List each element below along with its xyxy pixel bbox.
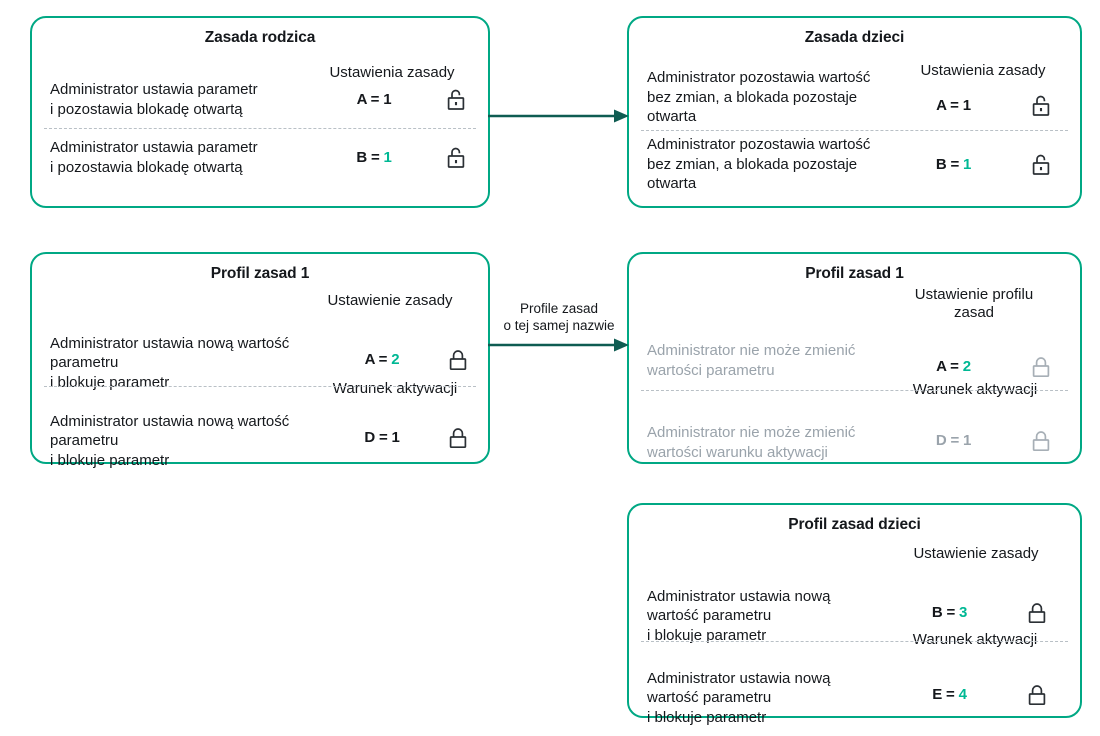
card-title: Zasada dzieci [804,29,905,46]
row-description: Administrator nie może zmienić wartości … [647,342,856,379]
row-value: A = 1 [901,81,1006,114]
card-title: Zasada rodzica [204,29,316,46]
table-row: Administrator ustawia nową wartość param… [32,385,488,469]
row-description: Administrator ustawia nową wartość param… [647,669,831,726]
row-value: B = 3 [897,596,1002,621]
value-key: A [364,351,375,369]
value-sep: = [374,429,392,447]
value-key: B [356,149,367,167]
value-key: B [935,156,947,174]
value-key: D [364,429,375,447]
value-key: D [935,432,947,450]
card-child-policy: Zasada dzieci Ustawienia zasady Administ… [627,16,1082,208]
card-policy-profile-1-right: Profil zasad 1 Ustawienie profilu zasad … [627,252,1082,464]
value-sep: = [946,432,963,450]
locked-icon [1006,405,1076,453]
value-number: 2 [962,358,971,376]
value-number: 4 [958,686,967,704]
section-label-activation-condition: Warunek aktywacji [332,380,458,397]
section-label-policy-setting: Ustawienie zasady [327,292,453,309]
row-description: Administrator ustawia parametr i pozosta… [50,139,258,176]
section-label-activation-condition: Warunek aktywacji [912,631,1038,648]
table-row: Administrator pozostawia wartość bez zmi… [629,66,1080,130]
value-number: 1 [391,429,400,447]
section-label-policy-profile-setting: Ustawienie profilu zasad [914,286,1034,322]
locked-icon [1002,661,1072,707]
value-key: E [932,686,943,704]
row-value: E = 4 [897,664,1002,703]
row-value: A = 1 [324,91,424,108]
value-number: 2 [391,351,400,369]
unlocked-icon [424,88,488,112]
row-value: B = 1 [901,156,1006,173]
arrow-middle [488,337,630,353]
value-number: 3 [958,604,968,622]
card-child-policy-profile: Profil zasad dzieci Ustawienie zasady Wa… [627,503,1082,726]
section-label-activation-condition: Warunek aktywacji [912,381,1038,398]
row-description: Administrator ustawia nową wartość param… [647,587,831,644]
card-title: Profil zasad 1 [210,265,310,282]
locked-icon [1006,343,1076,379]
row-description: Administrator ustawia nową wartość param… [50,334,290,391]
row-description: Administrator pozostawia wartość bez zmi… [647,136,871,193]
card-parent-policy: Zasada rodzica Ustawienia zasady Adminis… [30,16,490,208]
value-sep: = [946,358,963,376]
row-value: D = 1 [336,409,428,446]
value-key: B [931,604,943,622]
section-label-policy-settings: Ustawienia zasady [920,62,1046,79]
value-sep: = [366,91,384,109]
arrow-top [488,108,630,124]
value-number: 1 [962,432,972,450]
unlocked-icon [1006,78,1076,118]
table-row: Administrator ustawia parametr i pozosta… [32,72,488,128]
table-row: Administrator ustawia nową wartość param… [629,573,1080,644]
row-description: Administrator ustawia parametr i pozosta… [50,81,258,118]
card-title: Profil zasad dzieci [788,516,921,533]
table-row: Administrator nie może zmienić wartości … [629,389,1080,468]
table-row: Administrator ustawia parametr i pozosta… [32,127,488,188]
value-sep: = [942,686,959,704]
row-description: Administrator nie może zmienić wartości … [647,424,856,461]
value-number: 1 [962,97,971,115]
table-row: Administrator ustawia nową wartość param… [32,320,488,391]
row-value: D = 1 [901,408,1006,449]
table-row: Administrator pozostawia wartość bez zmi… [629,129,1080,200]
value-key: A [936,97,947,115]
locked-icon [428,406,488,450]
card-policy-profile-1-left: Profil zasad 1 Ustawienie zasady Warunek… [30,252,490,469]
row-description: Administrator ustawia nową wartość param… [50,412,290,469]
value-sep: = [946,97,963,115]
value-number: 1 [383,149,392,167]
value-key: A [936,358,947,376]
value-sep: = [374,351,392,369]
unlocked-icon [424,146,488,170]
value-sep: = [942,604,959,622]
value-key: A [356,91,367,109]
table-row: Administrator nie może zmienić wartości … [629,332,1080,390]
section-label-policy-settings: Ustawienia zasady [329,64,455,81]
row-description: Administrator pozostawia wartość bez zmi… [647,69,871,126]
card-title: Profil zasad 1 [805,265,904,282]
table-row: Administrator ustawia nową wartość param… [629,640,1080,726]
locked-icon [428,340,488,372]
section-label-policy-setting: Ustawienie zasady [913,545,1039,562]
row-value: A = 2 [901,346,1006,375]
arrow-middle-label: Profile zasad o tej samej nazwie [503,301,615,334]
value-number: 1 [962,156,972,174]
value-sep: = [366,149,384,167]
value-sep: = [946,156,963,174]
locked-icon [1002,593,1072,625]
unlocked-icon [1006,153,1076,177]
row-value: A = 2 [336,343,428,368]
value-number: 1 [383,91,392,109]
row-value: B = 1 [324,149,424,166]
